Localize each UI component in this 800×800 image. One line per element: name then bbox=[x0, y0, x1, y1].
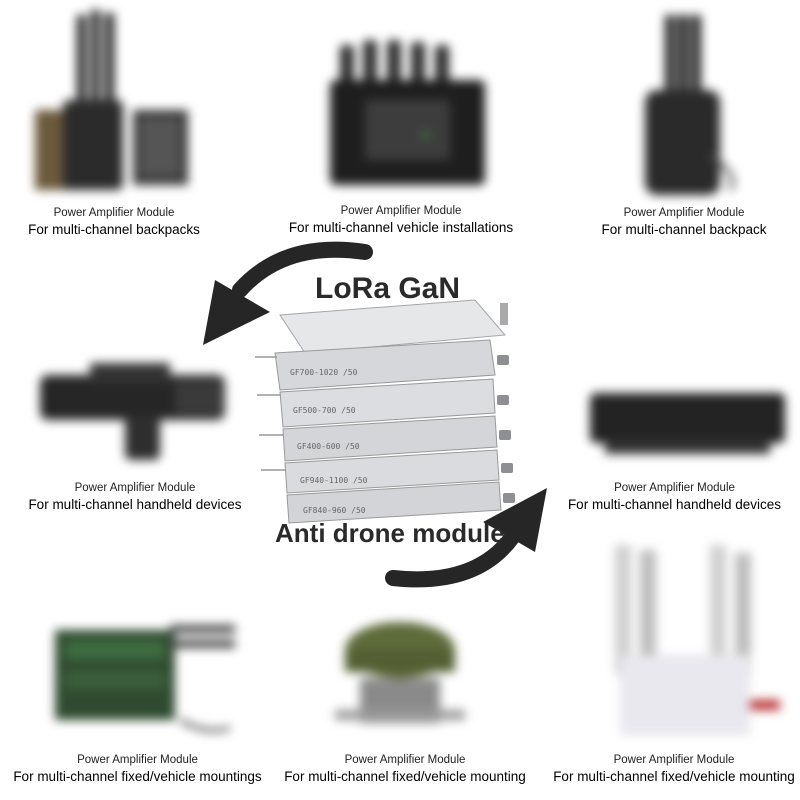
module-label: GF500-700 /50 bbox=[293, 406, 356, 415]
product-caption-7: Power Amplifier Module For multi-channel… bbox=[280, 752, 530, 786]
caption-type: Power Amplifier Module bbox=[53, 207, 175, 219]
product-caption-2: Power Amplifier Module For multi-channel… bbox=[262, 203, 540, 237]
product-caption-3: Power Amplifier Module For multi-channel… bbox=[578, 205, 790, 239]
caption-use: For multi-channel backpack bbox=[601, 222, 767, 237]
module-label: GF840-960 /50 bbox=[303, 506, 366, 515]
vehicle-jammer-image bbox=[325, 40, 490, 190]
product-caption-8: Power Amplifier Module For multi-channel… bbox=[550, 752, 798, 786]
module-label: GF400-600 /50 bbox=[297, 442, 360, 451]
fixed-antenna-image bbox=[600, 545, 790, 745]
vehicle-rack-image bbox=[40, 610, 240, 740]
dome-mount-image bbox=[320, 610, 480, 740]
center-title-top: LoRa GaN bbox=[315, 272, 461, 305]
curved-arrow-left-icon bbox=[203, 241, 373, 345]
product-caption-4: Power Amplifier Module For multi-channel… bbox=[10, 480, 260, 514]
caption-type: Power Amplifier Module bbox=[77, 754, 198, 766]
caption-type: Power Amplifier Module bbox=[613, 754, 735, 766]
backpack-jammer-image bbox=[25, 10, 215, 195]
module-stack-image: GF700-1020 /50 GF500-700 /50 GF400-600 /… bbox=[245, 295, 530, 525]
caption-use: For multi-channel backpacks bbox=[28, 222, 200, 237]
product-caption-6: Power Amplifier Module For multi-channel… bbox=[10, 752, 265, 786]
module-label: GF700-1020 /50 bbox=[290, 368, 358, 377]
caption-use: For multi-channel handheld devices bbox=[567, 497, 782, 512]
product-caption-1: Power Amplifier Module For multi-channel… bbox=[0, 205, 228, 239]
module-layer: GF840-960 /50 bbox=[286, 481, 502, 524]
caption-type: Power Amplifier Module bbox=[340, 205, 462, 217]
module-layer: GF940-1100 /50 bbox=[284, 449, 500, 494]
caption-use: For multi-channel handheld devices bbox=[28, 497, 242, 512]
backpack-unit-image bbox=[620, 15, 750, 195]
caption-type: Power Amplifier Module bbox=[74, 482, 196, 494]
handheld-jammer-image bbox=[30, 355, 230, 465]
handheld-case-image bbox=[585, 385, 790, 460]
caption-use: For multi-channel fixed/vehicle mounting bbox=[284, 769, 526, 784]
center-title-bottom: Anti drone module bbox=[275, 518, 505, 548]
caption-use: For multi-channel vehicle installations bbox=[288, 220, 514, 235]
curved-arrow-right-icon bbox=[385, 488, 547, 588]
module-layer: GF500-700 /50 bbox=[279, 378, 496, 428]
caption-type: Power Amplifier Module bbox=[623, 207, 745, 219]
module-label: GF940-1100 /50 bbox=[300, 476, 368, 485]
caption-type: Power Amplifier Module bbox=[344, 754, 466, 766]
module-layer: GF700-1020 /50 bbox=[274, 339, 496, 391]
caption-use: For multi-channel fixed/vehicle mounting… bbox=[13, 769, 262, 784]
caption-use: For multi-channel fixed/vehicle mounting bbox=[553, 769, 795, 784]
module-layer: GF400-600 /50 bbox=[282, 415, 498, 462]
caption-type: Power Amplifier Module bbox=[614, 482, 735, 494]
product-caption-5: Power Amplifier Module For multi-channel… bbox=[552, 480, 797, 514]
